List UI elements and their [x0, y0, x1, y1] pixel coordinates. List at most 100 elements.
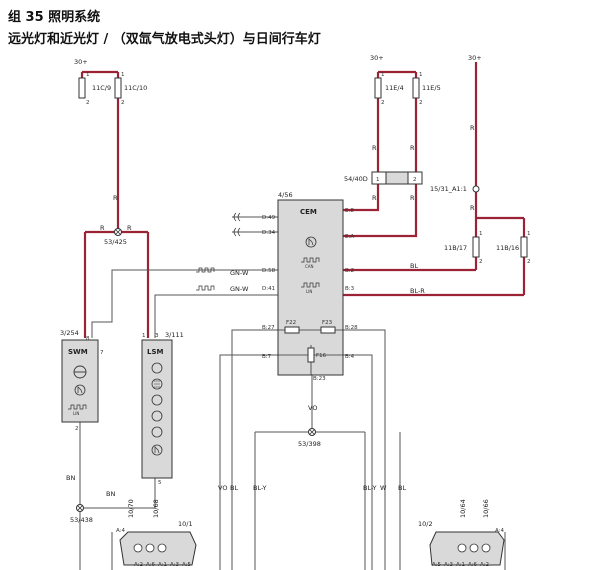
- svg-text:E:A: E:A: [345, 234, 354, 240]
- steering-wheel-icon: [73, 365, 87, 379]
- svg-text:R: R: [410, 194, 415, 202]
- relay-54-40d: 1 2 54/40D: [344, 171, 423, 185]
- svg-text:BL-Y: BL-Y: [253, 484, 267, 492]
- svg-text:R: R: [113, 194, 118, 202]
- svg-text:8: 8: [86, 336, 90, 342]
- svg-text:D:41: D:41: [262, 286, 275, 292]
- svg-text:R: R: [127, 224, 132, 232]
- svg-text:A:2: A:2: [480, 562, 489, 568]
- svg-text:B:3: B:3: [345, 286, 355, 292]
- fuse-11b16: 11B/16: [496, 236, 528, 258]
- svg-text:1: 1: [121, 72, 125, 78]
- svg-text:1: 1: [381, 72, 385, 78]
- svg-text:10/1: 10/1: [178, 520, 193, 528]
- svg-text:A:1: A:1: [456, 562, 465, 568]
- svg-text:B:27: B:27: [262, 325, 275, 331]
- svg-text:2: 2: [381, 100, 385, 106]
- svg-text:10/2: 10/2: [418, 520, 433, 528]
- svg-text:2: 2: [75, 426, 79, 432]
- fuse-11e5: 11E/5: [412, 77, 441, 99]
- svg-text:A:3: A:3: [170, 562, 180, 568]
- svg-text:R: R: [410, 144, 415, 152]
- svg-text:CEM: CEM: [300, 208, 317, 216]
- svg-text:D:49: D:49: [262, 215, 276, 221]
- svg-text:BL: BL: [398, 484, 406, 492]
- svg-text:A:4: A:4: [116, 528, 126, 534]
- svg-text:1: 1: [142, 333, 146, 339]
- svg-text:1: 1: [86, 72, 90, 78]
- svg-text:10/70: 10/70: [127, 499, 135, 518]
- svg-text:1: 1: [527, 231, 531, 237]
- svg-text:BL-R: BL-R: [410, 287, 425, 295]
- light-switch-icons: [151, 362, 163, 456]
- svg-text:1: 1: [376, 177, 380, 183]
- splice-53-425: 53/425: [104, 228, 127, 246]
- svg-text:D:34: D:34: [262, 230, 276, 236]
- svg-text:A:6: A:6: [146, 562, 156, 568]
- svg-text:F22: F22: [286, 320, 296, 326]
- signal-wires: [79, 216, 401, 570]
- svg-text:11B/17: 11B/17: [444, 244, 467, 252]
- svg-text:D:58: D:58: [262, 268, 276, 274]
- svg-text:5: 5: [158, 480, 162, 486]
- svg-text:E:8: E:8: [345, 208, 354, 214]
- svg-text:A:5: A:5: [432, 562, 442, 568]
- svg-text:R: R: [100, 224, 105, 232]
- svg-text:BL: BL: [230, 484, 238, 492]
- power-label-left: 30+: [74, 58, 88, 66]
- lsm-module: 3/111 1 3 5 LSM: [141, 331, 184, 486]
- svg-text:SWM: SWM: [68, 348, 88, 356]
- svg-text:LSM: LSM: [147, 348, 164, 356]
- svg-text:15/31_A1:1: 15/31_A1:1: [430, 185, 467, 193]
- svg-text:BL-Y: BL-Y: [363, 484, 377, 492]
- splice-53-438: 53/438: [70, 504, 93, 524]
- svg-text:1: 1: [479, 231, 483, 237]
- svg-text:10/66: 10/66: [482, 499, 490, 518]
- svg-text:CAN: CAN: [305, 264, 314, 269]
- svg-text:53/438: 53/438: [70, 516, 93, 524]
- headlamp-right: 10/2 10/64 10/66 A:4 A:5 A:3 A:1 A:6 A:2: [418, 499, 505, 568]
- swm-module: 3/254 8 7 2 SWM LIN: [60, 329, 104, 432]
- svg-text:BN: BN: [66, 474, 75, 482]
- svg-text:2: 2: [121, 100, 125, 106]
- svg-text:BL: BL: [410, 262, 418, 270]
- fuse-11c10: 11C/10: [114, 77, 147, 99]
- hand-switch-icon: [74, 384, 86, 396]
- svg-text:BN: BN: [106, 490, 115, 498]
- can-signal-icon: CAN: [301, 257, 320, 269]
- svg-text:GN-W: GN-W: [230, 285, 249, 293]
- svg-text:LIN: LIN: [73, 411, 79, 416]
- svg-text:2: 2: [479, 259, 483, 265]
- cem-module: 4/56 CEM D:49 D:34 D:58 D:41 B:27 B:7 E:…: [196, 191, 358, 382]
- svg-text:11C/9: 11C/9: [92, 84, 111, 92]
- svg-text:2: 2: [86, 100, 90, 106]
- svg-text:3: 3: [155, 333, 159, 339]
- svg-text:B:4: B:4: [345, 354, 355, 360]
- svg-text:A:6: A:6: [468, 562, 478, 568]
- lin-signal-icon: LIN: [68, 404, 87, 416]
- svg-text:A:3: A:3: [444, 562, 454, 568]
- fuse-11c9: 11C/9: [78, 77, 111, 99]
- svg-text:A:4: A:4: [495, 528, 505, 534]
- svg-text:2: 2: [419, 100, 423, 106]
- headlamp-left: 10/70 10/68 10/1 A:4 A:2 A:6 A:1 A:3 A:5: [116, 499, 197, 568]
- svg-text:11B/16: 11B/16: [496, 244, 519, 252]
- splice-15-31: 15/31_A1:1: [430, 185, 480, 193]
- page-title: 组 35 照明系统: [8, 10, 101, 25]
- svg-text:B:2: B:2: [345, 268, 354, 274]
- svg-text:3/254: 3/254: [60, 329, 79, 337]
- power-label-right: 30+: [468, 54, 482, 62]
- svg-text:R: R: [372, 194, 377, 202]
- svg-text:3/111: 3/111: [165, 331, 184, 339]
- wire-labels: R R R R R R R R R GN-W GN-W BL BL-R BN B…: [66, 124, 475, 498]
- fuse-11b17: 11B/17: [444, 236, 480, 258]
- svg-text:2: 2: [413, 177, 417, 183]
- svg-text:F23: F23: [322, 320, 333, 326]
- svg-text:B:7: B:7: [262, 354, 272, 360]
- svg-text:53/425: 53/425: [104, 238, 127, 246]
- power-label-mid: 30+: [370, 54, 384, 62]
- svg-text:11E/4: 11E/4: [385, 84, 404, 92]
- svg-text:7: 7: [100, 350, 104, 356]
